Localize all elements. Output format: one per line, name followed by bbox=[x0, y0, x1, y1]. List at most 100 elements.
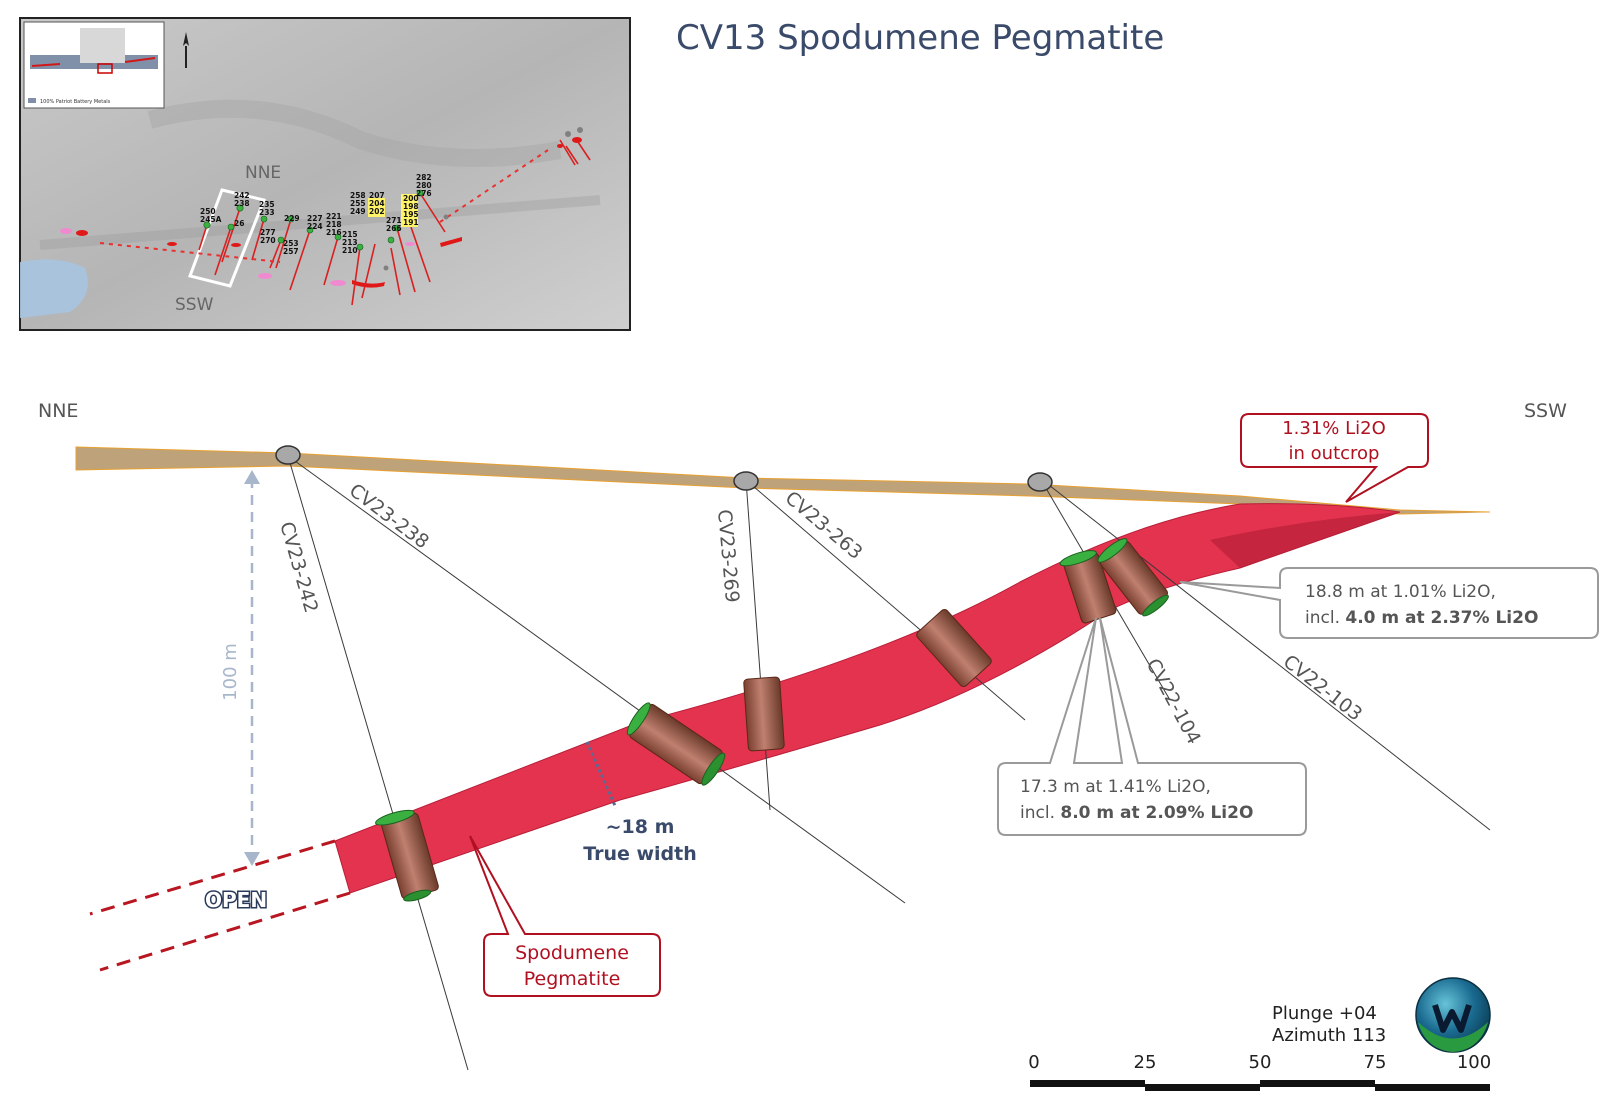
intercept-cv22-103 bbox=[1097, 538, 1169, 617]
trace-cv23-263 bbox=[745, 479, 1026, 721]
svg-text:Spodumene: Spodumene bbox=[515, 942, 629, 964]
svg-text:1.31% Li2O: 1.31% Li2O bbox=[1282, 418, 1386, 439]
true-width-marker bbox=[585, 741, 618, 809]
collar-icon bbox=[275, 445, 301, 465]
svg-text:266: 266 bbox=[386, 224, 402, 233]
callout-outcrop: 1.31% Li2O in outcrop bbox=[1240, 413, 1429, 503]
depth-scale-arrow bbox=[244, 470, 260, 866]
hole-labels: 250 245A 242 238 26 235 233 229 227 224 … bbox=[200, 173, 432, 256]
minimap-legend: 100% Patriot Battery Metals bbox=[40, 99, 111, 105]
trace-cv23-269 bbox=[745, 479, 771, 811]
pegmatite-outcrops bbox=[76, 137, 582, 288]
svg-text:Pegmatite: Pegmatite bbox=[524, 968, 621, 990]
svg-text:258: 258 bbox=[350, 191, 366, 200]
svg-text:242: 242 bbox=[234, 191, 250, 200]
assay-intercepts bbox=[375, 538, 1169, 902]
intercept-cv23-238 bbox=[626, 702, 726, 786]
trace-cv23-242 bbox=[287, 455, 469, 1071]
orientation-logo-icon bbox=[1415, 977, 1491, 1053]
inset-map: 100% Patriot Battery Metals NNE SSW bbox=[19, 17, 631, 331]
intercept-cv23-263 bbox=[916, 609, 992, 687]
svg-text:incl. 8.0 m at 2.09% Li2O: incl. 8.0 m at 2.09% Li2O bbox=[1020, 803, 1253, 823]
svg-text:18.8 m at 1.01% Li2O,: 18.8 m at 1.01% Li2O, bbox=[1305, 582, 1496, 602]
svg-text:245A: 245A bbox=[200, 215, 222, 224]
section-direction-ssw: SSW bbox=[1524, 400, 1567, 422]
trace-cv22-103 bbox=[1039, 477, 1491, 831]
true-width-value: ~18 m bbox=[606, 816, 675, 838]
svg-text:250: 250 bbox=[200, 207, 216, 216]
svg-text:221: 221 bbox=[326, 212, 342, 221]
callout-upper-interval: 18.8 m at 1.01% Li2O, incl. 4.0 m at 2.3… bbox=[1179, 567, 1599, 639]
svg-text:in outcrop: in outcrop bbox=[1289, 443, 1380, 464]
svg-text:270: 270 bbox=[260, 236, 276, 245]
svg-text:202: 202 bbox=[369, 207, 385, 216]
drill-traces bbox=[198, 139, 591, 306]
section-trace-lines bbox=[99, 149, 549, 263]
svg-text:213: 213 bbox=[342, 238, 358, 247]
open-extension-lines bbox=[89, 839, 351, 972]
svg-text:207: 207 bbox=[369, 191, 385, 200]
svg-text:257: 257 bbox=[283, 247, 299, 256]
callout-lower-interval: 17.3 m at 1.41% Li2O, incl. 8.0 m at 2.0… bbox=[997, 617, 1307, 836]
collar-points bbox=[203, 189, 424, 251]
pegmatite-shading bbox=[1210, 512, 1400, 568]
svg-text:incl. 4.0 m at 2.37% Li2O: incl. 4.0 m at 2.37% Li2O bbox=[1305, 608, 1538, 628]
page-title: CV13 Spodumene Pegmatite bbox=[676, 18, 1165, 58]
svg-text:280: 280 bbox=[416, 181, 432, 190]
svg-text:210: 210 bbox=[342, 246, 358, 255]
hole-label-cv22-104: CV22-104 bbox=[1142, 655, 1205, 748]
svg-text:276: 276 bbox=[416, 189, 432, 198]
scale-tick-75: 75 bbox=[1364, 1052, 1387, 1073]
svg-text:249: 249 bbox=[350, 207, 366, 216]
section-drill-traces bbox=[287, 455, 1491, 1071]
plunge-text: Plunge +04 bbox=[1272, 1003, 1377, 1024]
svg-text:218: 218 bbox=[326, 220, 342, 229]
svg-text:204: 204 bbox=[369, 199, 385, 208]
intercept-cv23-269 bbox=[743, 676, 785, 752]
section-collars bbox=[275, 445, 1053, 492]
grey-collars bbox=[383, 127, 583, 271]
scale-bar: 0 25 50 75 100 bbox=[1028, 1052, 1491, 1091]
intercept-cv23-242 bbox=[375, 809, 439, 902]
svg-text:224: 224 bbox=[307, 222, 323, 231]
azimuth-text: Azimuth 113 bbox=[1272, 1025, 1386, 1046]
svg-text:235: 235 bbox=[259, 200, 275, 209]
section-direction-nne: NNE bbox=[38, 400, 78, 422]
hole-label-cv23-269: CV23-269 bbox=[713, 509, 743, 604]
collar-icon bbox=[1027, 472, 1053, 492]
svg-text:215: 215 bbox=[342, 230, 358, 239]
depth-label: 100 m bbox=[220, 643, 241, 701]
svg-text:229: 229 bbox=[284, 214, 300, 223]
svg-text:198: 198 bbox=[403, 202, 419, 211]
inset-direction-nne: NNE bbox=[245, 163, 281, 183]
svg-text:238: 238 bbox=[234, 199, 250, 208]
collar-icon bbox=[733, 471, 759, 491]
callout-pegmatite: Spodumene Pegmatite bbox=[469, 835, 661, 997]
svg-text:233: 233 bbox=[259, 208, 275, 217]
svg-text:195: 195 bbox=[403, 210, 419, 219]
inset-direction-ssw: SSW bbox=[175, 295, 214, 315]
svg-text:26: 26 bbox=[234, 219, 244, 228]
hole-label-cv23-242: CV23-242 bbox=[275, 519, 322, 615]
true-width-label: True width bbox=[583, 843, 697, 865]
svg-text:17.3 m at 1.41% Li2O,: 17.3 m at 1.41% Li2O, bbox=[1020, 777, 1211, 797]
location-minimap: 100% Patriot Battery Metals bbox=[23, 21, 165, 109]
scale-tick-0: 0 bbox=[1028, 1052, 1039, 1073]
svg-text:282: 282 bbox=[416, 173, 432, 182]
overburden-layer bbox=[75, 446, 1491, 515]
scale-tick-50: 50 bbox=[1249, 1052, 1272, 1073]
open-label: OPEN bbox=[205, 888, 267, 912]
hole-label-cv22-103: CV22-103 bbox=[1279, 651, 1366, 726]
svg-text:200: 200 bbox=[403, 194, 419, 203]
svg-text:253: 253 bbox=[283, 239, 299, 248]
scale-tick-25: 25 bbox=[1134, 1052, 1157, 1073]
svg-text:255: 255 bbox=[350, 199, 366, 208]
svg-text:191: 191 bbox=[403, 218, 419, 227]
scale-tick-100: 100 bbox=[1457, 1052, 1491, 1073]
hole-label-cv23-238: CV23-238 bbox=[345, 479, 433, 553]
svg-text:271: 271 bbox=[386, 216, 402, 225]
intercept-cv22-104 bbox=[1059, 550, 1117, 624]
svg-text:216: 216 bbox=[326, 228, 342, 237]
